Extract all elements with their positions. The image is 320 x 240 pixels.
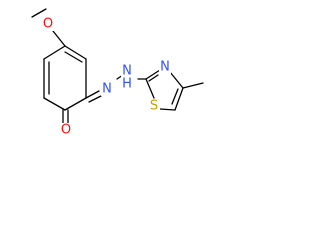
methoxy-oxygen-label: O [43, 17, 53, 32]
thiazole-c2-s-bond [145, 78, 155, 99]
methoxy-oxygen-bg [42, 17, 54, 31]
azo-nitrogen-2-bg [121, 64, 133, 78]
hydrazone-hydrogen-label: H [122, 77, 132, 92]
ketone-oxygen-bg [60, 123, 72, 137]
thiazole-nitrogen-label: N [160, 60, 170, 75]
thiazole-sulfur-label: S [150, 99, 158, 114]
atom-label-layer: O O N N H N S [42, 17, 171, 138]
thiazole-n3-c2-inner [148, 74, 159, 82]
azo-nitrogen-1-bg [101, 82, 113, 96]
ring-bond-c1-c2 [43, 45, 66, 60]
ketone-oxygen-label: O [61, 123, 71, 138]
o-ring-bond [52, 30, 66, 47]
ring-bond-c3-c4 [43, 97, 66, 111]
bond-layer [31, 8, 204, 124]
thiazole-c4-n3-bond [169, 71, 184, 89]
thiazole-c5-c4-bond [174, 87, 184, 111]
thiazole-s-c5-bond [159, 108, 176, 111]
thiazole-methyl-bond [182, 82, 204, 89]
ring-bond-c6-c1-inner [64, 51, 83, 63]
imine-bond [85, 90, 100, 99]
chemical-structure-diagram: O O N N H N S [31, 8, 204, 138]
imine-bond-second [88, 95, 102, 103]
ring-bond-c6-c1 [64, 45, 87, 60]
azo-nitrogen-1-label: N [102, 82, 112, 97]
thiazole-nitrogen-bg [159, 60, 171, 74]
hydrazone-hydrogen-bg [121, 77, 133, 91]
methyl-o-bond [31, 8, 47, 18]
ring-bond-c4-c5 [64, 97, 87, 111]
thiazole-n3-c2-bond [145, 69, 161, 80]
thiazole-c5-c4-inner [171, 88, 179, 105]
azo-nitrogen-2-label: N [122, 64, 132, 79]
thiazole-sulfur-bg [148, 99, 160, 113]
